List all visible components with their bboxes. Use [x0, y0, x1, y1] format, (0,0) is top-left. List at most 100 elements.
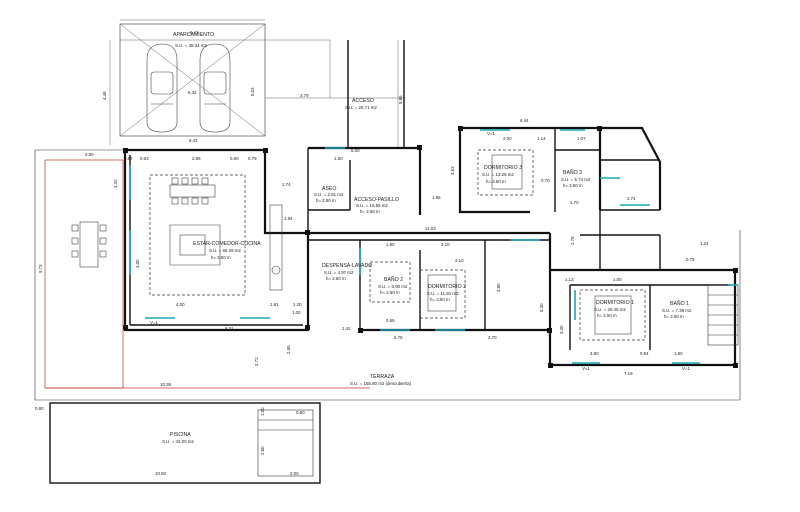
dormitorio1-name: DORMITORIO 1 — [596, 300, 634, 306]
dim-4-00-b: 4.00 — [176, 302, 185, 307]
dim-0-79: 0.79 — [248, 156, 257, 161]
parking-area: APARCAMIENTO S.U. = 38.34 m2 6.42 6.42 4… — [102, 19, 405, 145]
dim-1-13: 1.13 — [565, 277, 574, 282]
dim-1-14: 1.14 — [537, 136, 546, 141]
car-left — [146, 43, 178, 133]
dim-2-70: 2.70 — [488, 335, 497, 340]
dim-5-86: 5.86 — [398, 95, 403, 104]
pool: PISCINA S.U. = 42.00 m2 10.50 2.00 0.90 … — [35, 402, 321, 484]
bano3-area: S.U. = 5.74 m2 — [561, 177, 591, 182]
car-right — [199, 43, 231, 133]
dim-0-60-b: 0.60 — [296, 410, 305, 415]
bano2-area: S.U. = 6.90 m2 — [378, 284, 408, 289]
beds — [369, 149, 646, 341]
dim-1-90: 1.90 — [674, 351, 683, 356]
dormitorio2-height: h= 2.50 m — [430, 297, 450, 302]
dim-6-42-a: 6.42 — [188, 90, 197, 95]
dim-0-60: 0.60 — [230, 156, 239, 161]
estar-height: h= 2.50 m — [211, 255, 231, 260]
dim-2-55: 2.55 — [286, 345, 291, 354]
dim-1-07: 1.07 — [577, 136, 586, 141]
dim-4-00-a: 4.00 — [135, 259, 140, 268]
aseo-height: h= 2.50 m — [316, 198, 336, 203]
dim-7-19: 7.19 — [624, 371, 633, 376]
dim-5-03: 5.03 — [250, 87, 255, 96]
living-furniture — [149, 174, 283, 296]
dim-2-00: 2.00 — [503, 136, 512, 141]
pillars — [123, 126, 738, 368]
dim-0-90: 0.90 — [35, 406, 44, 411]
dim-0-75: 0.75 — [686, 257, 695, 262]
despensa-name: DESPENSA-LAVADO — [322, 263, 372, 269]
despensa-area: S.U. = 4.97 m2 — [324, 270, 354, 275]
dormitorio3-name: DORMITORIO 3 — [484, 165, 522, 171]
window-v1-b: V=1 — [487, 131, 495, 136]
dim-1-94: 1.94 — [284, 216, 293, 221]
room-labels: ASEO S.U. = 2.61 m2 h= 2.50 m ACCESO-PAS… — [193, 165, 692, 386]
dim-1-70: 1.70 — [570, 200, 579, 205]
dim-1-91: 1.91 — [270, 302, 279, 307]
terrace-table — [71, 221, 107, 268]
dim-2-10: 2.10 — [455, 258, 464, 263]
aparcamiento-area: S.U. = 38.34 m2 — [175, 43, 207, 48]
aseo-name: ASEO — [322, 186, 336, 192]
stairs-right — [707, 284, 739, 346]
dim-1-50: 1.50 — [334, 156, 343, 161]
bano3-height: h= 2.50 m — [563, 183, 583, 188]
terraza-area: S.U. = 155.80 m2 (descubierta) — [350, 381, 412, 386]
dormitorio2-name: DORMITORIO 2 — [428, 284, 466, 290]
dim-11-03: 11.03 — [425, 226, 436, 231]
acceso-pasillo-name: ACCESO-PASILLO — [354, 197, 399, 203]
dim-5-00: 5.00 — [351, 148, 360, 153]
dim-3-80: 3.80 — [496, 283, 501, 292]
dim-3-30: 3.30 — [85, 152, 94, 157]
dimension-labels: 3.30 0.87 0.63 2.86 0.60 0.79 3.32 5.00 … — [38, 30, 709, 387]
windows: V=1 V=1 V=1 V=1 — [129, 129, 738, 371]
dim-1-80: 1.80 — [386, 242, 395, 247]
dim-1-74: 1.74 — [282, 182, 291, 187]
acceso-pasillo-height: h= 2.50 m — [360, 209, 380, 214]
dim-3-10: 3.10 — [441, 242, 450, 247]
piscina-name: PISCINA — [170, 432, 191, 438]
dim-1-24: 1.24 — [700, 241, 709, 246]
bano1-height: h= 2.50 m — [664, 314, 684, 319]
dim-2-74: 2.74 — [627, 196, 636, 201]
acceso-area: ACCESO S.U. = 26.71 m2 3.79 5.86 — [300, 40, 405, 148]
bano1-name: BAÑO 1 — [670, 300, 689, 307]
bano2-name: BAÑO 2 — [384, 276, 403, 283]
estar-area: S.U. = 66.29 m2 — [209, 248, 241, 253]
dim-3-72: 3.72 — [254, 357, 259, 366]
dim-5-30: 5.30 — [539, 303, 544, 312]
dim-1-00-b: 1.00 — [292, 310, 301, 315]
dim-3-32: 3.32 — [113, 179, 118, 188]
bano2-height: h= 2.50 m — [380, 290, 400, 295]
dormitorio3-height: h= 2.50 m — [486, 179, 506, 184]
dim-6-42-b: 6.42 — [189, 138, 198, 143]
piscina-area: S.U. = 42.00 m2 — [162, 439, 194, 444]
dim-3-20: 3.20 — [559, 325, 564, 334]
dim-9-73: 9.73 — [38, 264, 43, 273]
dim-5-75: 5.75 — [394, 335, 403, 340]
window-v1-d: V=1 — [682, 366, 690, 371]
dim-1-42: 1.42 — [342, 326, 351, 331]
dormitorio1-area: S.U. = 29.46 m2 — [594, 307, 626, 312]
terrace — [34, 149, 741, 401]
acceso-pasillo-area: S.U. = 16.55 m2 — [356, 203, 388, 208]
window-v1-a: V=1 — [150, 320, 158, 325]
bano1-area: S.U. = 7.39 m2 — [662, 308, 692, 313]
aseo-area: S.U. = 2.61 m2 — [314, 192, 344, 197]
acceso-area-label: S.U. = 26.71 m2 — [345, 105, 377, 110]
despensa-height: h= 2.50 m — [326, 276, 346, 281]
aparcamiento-name: APARCAMIENTO — [173, 32, 214, 38]
dormitorio2-area: S.U. = 11.81 m2 — [427, 291, 459, 296]
estar-name: ESTAR-COMEDOR-COCINA — [193, 241, 261, 247]
dim-2-00-b: 2.00 — [290, 471, 299, 476]
dim-2-75: 2.75 — [570, 236, 575, 245]
bano3-name: BAÑO 3 — [563, 169, 582, 176]
dim-0-94: 0.94 — [640, 351, 649, 356]
dim-0-87: 0.87 — [124, 156, 133, 161]
terraza-name: TERRAZA — [370, 374, 395, 380]
dim-1-96: 1.96 — [432, 195, 441, 200]
dim-0-70: 0.70 — [541, 178, 550, 183]
